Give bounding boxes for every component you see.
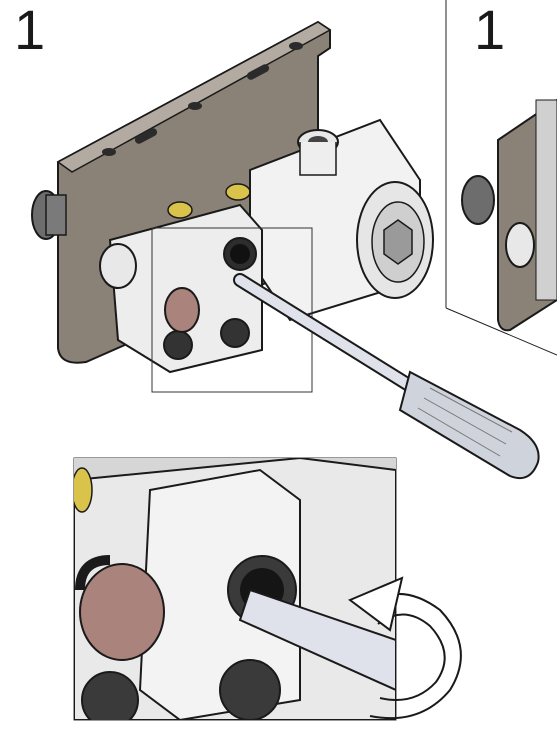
mounting-hole (188, 102, 202, 110)
port (81, 671, 139, 720)
valve-block (99, 203, 263, 374)
right-panel-partial-view (461, 98, 557, 332)
step-number-left: 1 (14, 0, 46, 61)
side-fitting (31, 190, 67, 240)
counterclockwise-rotate-arrow-icon (348, 576, 462, 720)
thermostatic-cartridge (249, 118, 434, 322)
mounting-hole (102, 148, 116, 156)
mounting-slot (134, 128, 158, 144)
detail-callout-frame (151, 227, 313, 393)
port (219, 659, 281, 720)
step-number-right: 1 (474, 0, 506, 61)
screwdriver-icon (233, 273, 540, 480)
mounting-slot (246, 64, 270, 80)
port (163, 330, 193, 360)
panel-divider-diagonal (445, 307, 557, 356)
mounting-hole (289, 42, 303, 50)
red-cap (79, 563, 165, 661)
detail-zoom-panel (73, 457, 397, 721)
port (230, 244, 250, 264)
port (220, 318, 250, 348)
red-cap (164, 287, 200, 333)
brass-connector (74, 467, 93, 513)
